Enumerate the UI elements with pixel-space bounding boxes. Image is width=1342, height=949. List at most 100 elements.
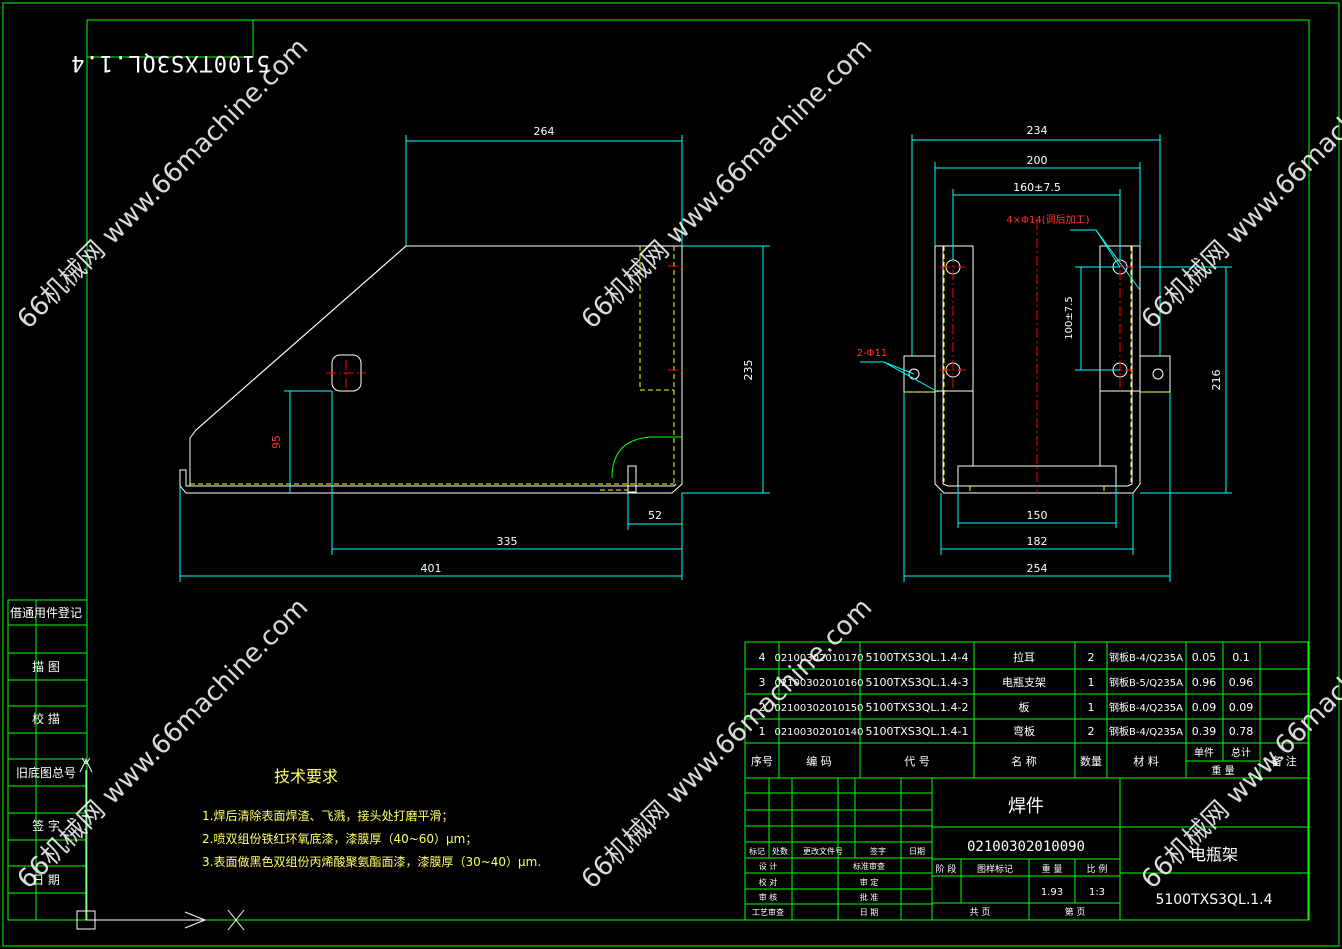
bom-code: 02100302010170 <box>774 653 863 664</box>
strip-label: 描 图 <box>32 660 60 674</box>
tech-title: 技术要求 <box>274 767 338 786</box>
watermark: 66机械网 www.66machine.com <box>12 33 314 335</box>
left-strip-labels: 借通用件登记 描 图 校 描 旧底图总号 签 字 日 期 <box>10 605 82 887</box>
left-view-dims <box>179 135 770 582</box>
bom-header: 材 料 <box>1133 754 1159 768</box>
bom-code: 02100302010160 <box>774 678 863 689</box>
strip-label: 借通用件登记 <box>10 605 82 620</box>
stage-header: 图样标记 <box>977 863 1013 875</box>
tech-line: 3.表面做黑色双组份丙烯酸聚氨酯面漆，漆膜厚（30~40）μm. <box>202 854 541 869</box>
bom-unit: 0.05 <box>1192 651 1217 664</box>
stage-header: 阶 段 <box>936 863 957 875</box>
left-view: 264 235 95 52 335 401 <box>179 125 770 582</box>
bom-qty: 1 <box>1088 701 1095 714</box>
bom-total: 0.78 <box>1229 725 1254 738</box>
dim-264: 264 <box>534 125 555 138</box>
bom-table: 4 02100302010170 5100TXS3QL.1.4-4 拉耳 2 钢… <box>744 641 1309 779</box>
bom-name: 弯板 <box>1013 724 1035 738</box>
right-view: 234 200 160±7.5 150 182 254 216 100±7.5 … <box>857 124 1232 582</box>
strip-label: 旧底图总号 <box>16 765 76 780</box>
left-view-dim-text: 264 235 95 52 335 401 <box>270 125 755 575</box>
watermark: 66机械网 www.66machine.com <box>1136 593 1342 895</box>
bom-no: 1 <box>759 725 766 738</box>
sign-row: 校 对 <box>759 877 778 887</box>
right-view-centerlines <box>940 220 1133 493</box>
dim-235: 235 <box>742 360 755 381</box>
right-view-outline <box>903 245 1171 494</box>
bom-code: 02100302010140 <box>774 727 863 738</box>
dim-182: 182 <box>1027 535 1048 548</box>
dim-200: 200 <box>1027 154 1048 167</box>
bom-name: 拉耳 <box>1013 650 1035 664</box>
bom-mat: 钢板B-4/Q235A <box>1109 701 1183 714</box>
sign-row: 设 计 <box>759 861 778 871</box>
sign-row: 日 期 <box>860 908 879 917</box>
watermark: 66机械网 www.66machine.com <box>1136 33 1342 335</box>
note-holes-2: 2-Φ11 <box>857 348 888 359</box>
bom-qty: 2 <box>1088 725 1095 738</box>
dim-160: 160±7.5 <box>1013 181 1061 194</box>
bom-no: 2 <box>759 701 766 714</box>
bom-unit: 0.96 <box>1192 676 1217 689</box>
bom-no: 4 <box>759 651 766 664</box>
title-stamp: 5100TXS3QL.1.4 <box>70 50 269 75</box>
bom-name: 电瓶支架 <box>1002 675 1046 689</box>
left-view-hidden <box>190 246 675 491</box>
technical-requirements: 技术要求 1.焊后清除表面焊渣、飞溅，接头处打磨平滑； 2.喷双组份铁红环氧底漆… <box>202 767 541 869</box>
watermark: 66机械网 www.66machine.com <box>12 593 314 895</box>
stage-header: 重 量 <box>1042 863 1063 875</box>
sign-row: 标准审查 <box>853 861 885 871</box>
sign-row: 审 定 <box>860 877 879 887</box>
bom-header: 数量 <box>1080 755 1102 768</box>
tech-line: 1.焊后清除表面焊渣、飞溅，接头处打磨平滑； <box>202 808 453 823</box>
dim-234: 234 <box>1027 124 1048 137</box>
sheet-label: 第 页 <box>1065 906 1086 918</box>
title-block: 焊件 02100302010090 电瓶架 5100TXS3QL.1.4 1.9… <box>744 777 1309 921</box>
sign-row: 批 准 <box>860 892 879 902</box>
bom-header: 编 码 <box>806 754 832 768</box>
bom-mat: 钢板B-4/Q235A <box>1109 725 1183 738</box>
dim-150: 150 <box>1027 509 1048 522</box>
bom-total: 0.96 <box>1229 676 1254 689</box>
right-view-hidden <box>904 246 1170 493</box>
rev-header: 处数 <box>772 846 788 856</box>
bom-qty: 1 <box>1088 676 1095 689</box>
title-scale: 1:3 <box>1089 887 1105 898</box>
sign-row: 审 核 <box>759 892 778 902</box>
bom-total: 0.09 <box>1229 701 1254 714</box>
title-weight: 1.93 <box>1041 887 1063 898</box>
dim-254: 254 <box>1027 562 1048 575</box>
note-holes-4: 4×Φ14(调后加工) <box>1006 214 1089 226</box>
title-code: 02100302010090 <box>967 839 1085 855</box>
bom-unit: 0.09 <box>1192 701 1217 714</box>
watermark: 66机械网 www.66machine.com <box>576 33 878 335</box>
bom-mat: 钢板B-4/Q235A <box>1109 651 1183 664</box>
title-drawing-no: 5100TXS3QL.1.4 <box>1155 892 1272 908</box>
bom-code: 02100302010150 <box>774 703 863 714</box>
bom-no: 3 <box>759 676 766 689</box>
bom-header: 备 注 <box>1271 754 1297 768</box>
bom-ref: 5100TXS3QL.1.4-4 <box>866 651 969 664</box>
bom-header: 总计 <box>1231 746 1251 759</box>
bom-header: 序号 <box>751 754 773 768</box>
rev-header: 签字 <box>870 846 886 856</box>
title-type: 焊件 <box>1008 796 1044 817</box>
strip-label: 日 期 <box>32 873 60 887</box>
title-name: 电瓶架 <box>1190 845 1238 864</box>
bom-ref: 5100TXS3QL.1.4-1 <box>866 725 969 738</box>
dim-401: 401 <box>421 562 442 575</box>
bom-total: 0.1 <box>1232 651 1250 664</box>
bom-header: 单件 <box>1194 747 1214 759</box>
bom-name: 板 <box>1019 700 1030 714</box>
strip-label: 校 描 <box>32 711 60 726</box>
bom-unit: 0.39 <box>1192 725 1217 738</box>
right-view-dim-text: 234 200 160±7.5 150 182 254 216 100±7.5 … <box>857 124 1223 575</box>
ucs-icon <box>76 757 245 931</box>
dim-216: 216 <box>1210 370 1223 391</box>
sheet-label: 共 页 <box>970 907 991 918</box>
bom-header: 代 号 <box>904 755 930 768</box>
dim-95: 95 <box>270 435 283 449</box>
bom-ref: 5100TXS3QL.1.4-3 <box>866 676 969 689</box>
sign-row: 工艺审查 <box>752 907 784 917</box>
